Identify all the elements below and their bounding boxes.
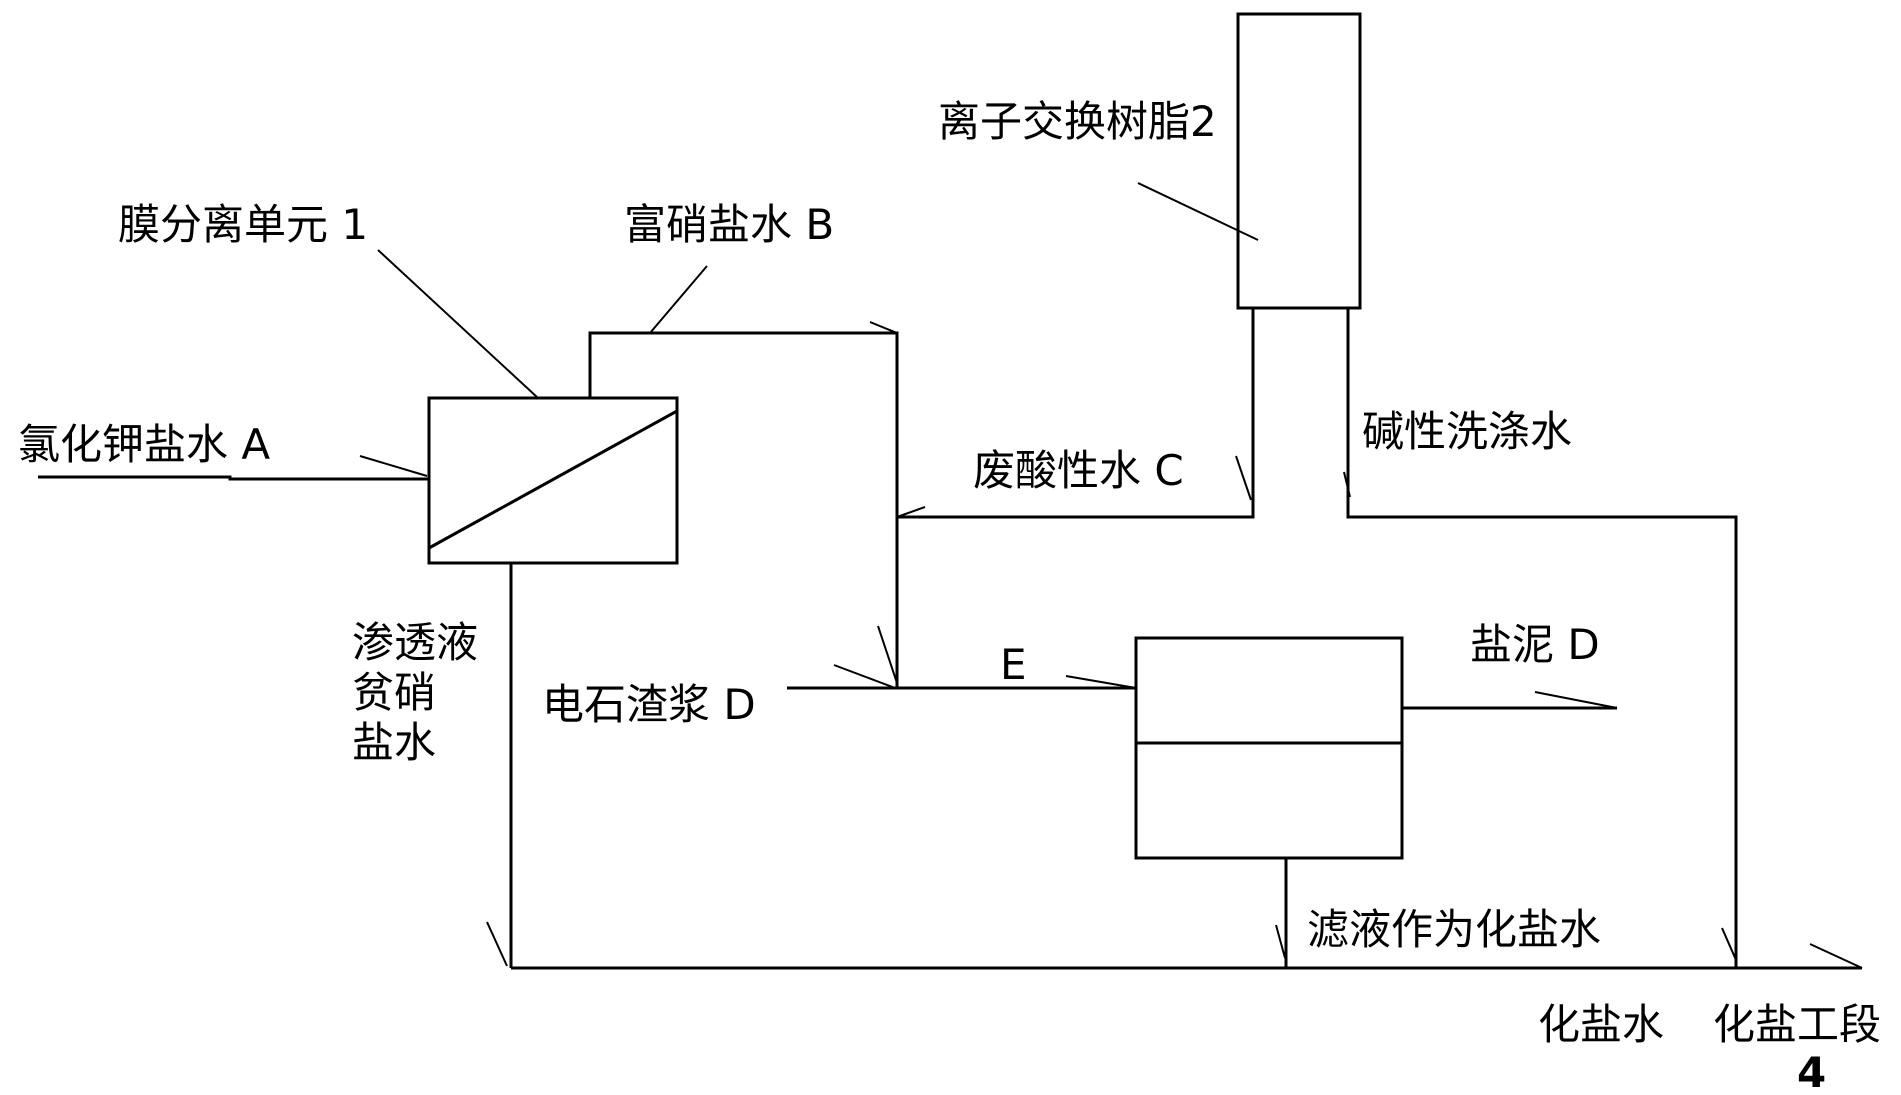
membrane-unit-leader: [377, 249, 539, 399]
e-arrow: [1065, 675, 1137, 689]
filtrate-arrow: [1275, 924, 1286, 959]
ion-exchange-label: 离子交换树脂2: [938, 97, 1217, 146]
alkaline-wash-label: 碱性洗涤水: [1362, 407, 1572, 456]
permeate-label-3: 盐水: [352, 718, 436, 767]
waste-acid-line-c: [897, 308, 1255, 519]
alkaline-arrow-down: [1721, 927, 1737, 961]
carbide-slag-arrow: [833, 664, 896, 689]
ion-exchange-leader: [1137, 182, 1259, 241]
nitrate-rich-line-b: [588, 331, 899, 688]
salt-mud-arrow: [1534, 691, 1618, 709]
carbide-slag-label: 电石渣浆 D: [542, 680, 756, 729]
settling-tank: [1134, 636, 1404, 860]
alkaline-wash-line: [1346, 308, 1738, 968]
nitrate-rich-label: 富硝盐水 B: [624, 200, 834, 249]
membrane-unit-label: 膜分离单元 1: [118, 200, 368, 249]
permeate-label-1: 渗透液: [352, 618, 478, 667]
nitrate-rich-leader: [649, 265, 708, 334]
filtrate-label: 滤液作为化盐水: [1307, 905, 1601, 954]
membrane-diagonal: [428, 409, 678, 550]
kcl-brine-label: 氯化钾盐水 A: [18, 420, 270, 469]
dissolving-section-label: 化盐工段: [1713, 1000, 1881, 1049]
waste-acid-arrow-v: [1235, 455, 1252, 501]
nitrate-rich-arrow: [869, 321, 898, 334]
waste-acid-arrow-h: [896, 506, 926, 518]
waste-acid-label: 废酸性水 C: [973, 446, 1184, 495]
salt-mud-label: 盐泥 D: [1470, 620, 1600, 669]
alkaline-arrow-v: [1343, 471, 1351, 498]
feed-arrow-a: [359, 455, 428, 477]
final-arrow: [1809, 943, 1863, 969]
bc-down-arrow: [877, 625, 898, 684]
dissolving-water-label: 化盐水: [1538, 1000, 1664, 1049]
ion-exchange-column: [1236, 12, 1362, 310]
feed-line-a: [38, 475, 429, 481]
dissolving-section-number: 4: [1797, 1048, 1826, 1095]
point-e-label: E: [1000, 640, 1027, 689]
permeate-arrow: [486, 921, 508, 967]
permeate-label-2: 贫硝: [352, 668, 436, 717]
